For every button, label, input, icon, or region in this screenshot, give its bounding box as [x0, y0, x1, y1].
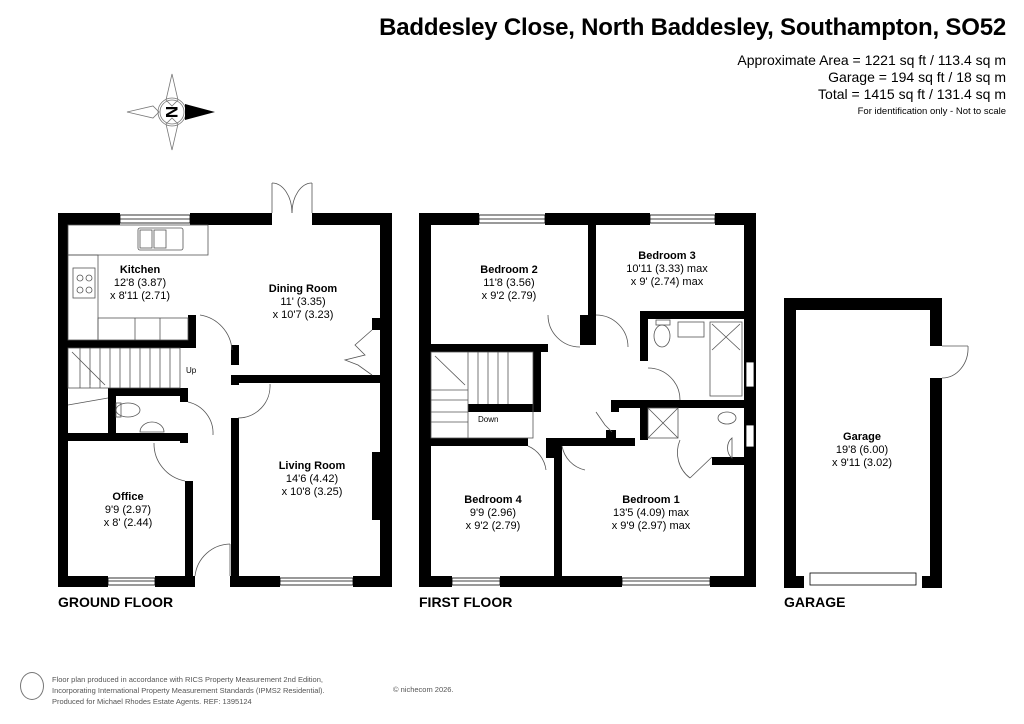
total-area: Total = 1415 sq ft / 131.4 sq m	[818, 86, 1006, 102]
room-office: Office 9'9 (2.97) x 8' (2.44)	[103, 491, 153, 529]
first-floor-label: FIRST FLOOR	[419, 594, 513, 610]
person-icon	[20, 672, 44, 700]
room-bedroom-1: Bedroom 1 13'5 (4.09) max x 9'9 (2.97) m…	[611, 494, 691, 532]
room-living: Living Room 14'6 (4.42) x 10'8 (3.25)	[278, 460, 346, 498]
room-dining: Dining Room 11' (3.35) x 10'7 (3.23)	[268, 283, 338, 321]
room-bedroom-2: Bedroom 2 11'8 (3.56) x 9'2 (2.79)	[480, 264, 538, 302]
room-bedroom-3: Bedroom 3 10'11 (3.33) max x 9' (2.74) m…	[626, 250, 708, 288]
property-title: Baddesley Close, North Baddesley, Southa…	[379, 14, 1006, 41]
compass-north-icon: N	[126, 73, 215, 151]
area-summary: Approximate Area = 1221 sq ft / 113.4 sq…	[737, 52, 1006, 118]
room-bedroom-4: Bedroom 4 9'9 (2.96) x 9'2 (2.79)	[464, 494, 522, 532]
garage-floor-label: GARAGE	[784, 594, 846, 610]
garage-fixtures	[941, 345, 969, 379]
garage-plan	[784, 298, 942, 588]
room-garage: Garage 19'8 (6.00) x 9'11 (3.02)	[832, 431, 892, 469]
first-floor-plan	[419, 213, 756, 587]
approximate-area: Approximate Area = 1221 sq ft / 113.4 sq…	[737, 52, 1006, 68]
ground-floor-fixtures	[67, 182, 373, 577]
ground-floor-plan	[58, 213, 392, 587]
footer-text: Floor plan produced in accordance with R…	[52, 675, 325, 706]
stairs-up-label: Up	[186, 366, 197, 375]
first-floor-fixtures	[430, 314, 743, 479]
disclaimer-note: For identification only - Not to scale	[857, 106, 1006, 117]
room-kitchen: Kitchen 12'8 (3.87) x 8'11 (2.71)	[110, 264, 170, 302]
copyright-text: © nichecom 2026.	[393, 685, 454, 694]
ground-floor-label: GROUND FLOOR	[58, 594, 174, 610]
svg-text:N: N	[162, 106, 181, 118]
stairs-down-label: Down	[478, 415, 499, 424]
garage-area: Garage = 194 sq ft / 18 sq m	[828, 69, 1006, 85]
